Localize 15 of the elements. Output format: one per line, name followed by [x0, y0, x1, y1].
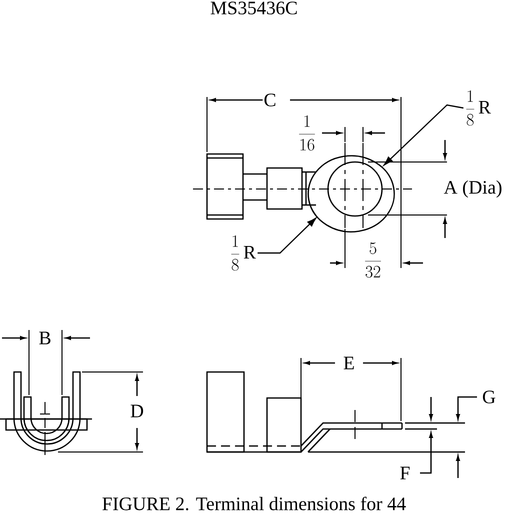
- dimension-label: C: [262, 92, 278, 108]
- title: MS35436C: [210, 2, 297, 14]
- dimension-label: B: [38, 330, 52, 346]
- dimension-label: $\frac{5}{32}$: [362, 242, 384, 278]
- radius-label: $\frac{1}{8}\,\mathrm{R}$: [231, 235, 256, 271]
- dimension-label: F: [398, 466, 412, 480]
- leader-line: [384, 104, 464, 166]
- dimension-label: A (Dia): [442, 179, 504, 199]
- dimension-label: D: [129, 404, 145, 418]
- caption: FIGURE 2. Terminal dimensions for 44: [102, 496, 406, 510]
- dimension-label: E: [342, 356, 356, 370]
- dimension-label: $\frac{1}{16}$: [296, 114, 318, 152]
- leader-line: [258, 218, 316, 254]
- dimension-label: G: [481, 390, 497, 404]
- radius-label: $\frac{1}{8}\,\mathrm{R}$: [466, 90, 491, 126]
